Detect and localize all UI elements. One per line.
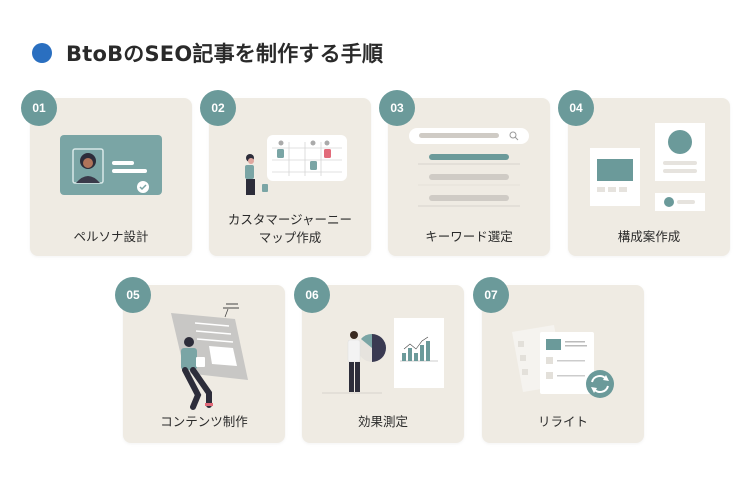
content-writing-icon bbox=[171, 303, 248, 410]
persona-card-icon bbox=[60, 135, 162, 195]
step-card-06: 効果測定 bbox=[302, 285, 464, 443]
step-label-line1: カスタマージャーニー bbox=[227, 212, 353, 227]
rewrite-refresh-icon bbox=[512, 325, 614, 398]
step-badge-03: 03 bbox=[379, 90, 415, 126]
step-card-01: ペルソナ設計 bbox=[30, 98, 192, 256]
step-card-04: 構成案作成 bbox=[568, 98, 730, 256]
step-card-02: カスタマージャーニー マップ作成 bbox=[209, 98, 371, 256]
title-text: BtoBのSEO記事を制作する手順 bbox=[66, 42, 384, 66]
step-label: カスタマージャーニー マップ作成 bbox=[209, 211, 371, 247]
journey-map-icon bbox=[245, 135, 347, 195]
step-label-line2: マップ作成 bbox=[258, 230, 322, 245]
page-title: BtoBのSEO記事を制作する手順 bbox=[32, 38, 383, 68]
keyword-search-icon bbox=[409, 128, 529, 207]
step-card-03: キーワード選定 bbox=[388, 98, 550, 256]
step-label: コンテンツ制作 bbox=[160, 414, 248, 429]
step-badge-01: 01 bbox=[21, 90, 57, 126]
step-card-05: コンテンツ制作 bbox=[123, 285, 285, 443]
analytics-chart-icon bbox=[322, 318, 444, 394]
step-card-07: リライト bbox=[482, 285, 644, 443]
step-label: リライト bbox=[537, 414, 588, 429]
step-badge-02: 02 bbox=[200, 90, 236, 126]
wireframe-layout-icon bbox=[590, 123, 705, 211]
step-label: 効果測定 bbox=[357, 414, 408, 429]
step-badge-04: 04 bbox=[558, 90, 594, 126]
step-label: ペルソナ設計 bbox=[73, 229, 149, 244]
title-bullet-icon bbox=[32, 43, 52, 63]
step-label: キーワード選定 bbox=[425, 229, 513, 244]
step-label: 構成案作成 bbox=[617, 229, 681, 244]
step-badge-07: 07 bbox=[473, 277, 509, 313]
step-badge-06: 06 bbox=[294, 277, 330, 313]
step-badge-05: 05 bbox=[115, 277, 151, 313]
